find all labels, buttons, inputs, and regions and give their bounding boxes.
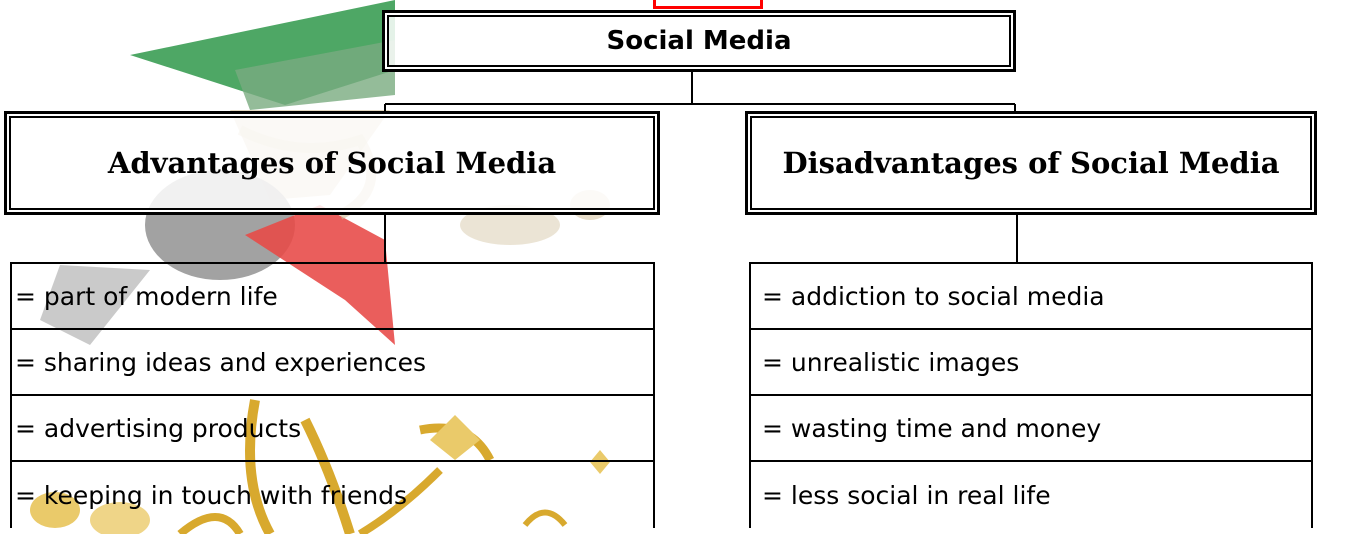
disadvantage-item: = addiction to social media xyxy=(751,264,1311,330)
root-label: Social Media xyxy=(606,26,792,56)
disadvantages-list: = addiction to social media = unrealisti… xyxy=(749,262,1313,528)
advantage-item: = sharing ideas and experiences xyxy=(12,330,653,396)
disadvantage-item: = less social in real life xyxy=(762,480,1051,510)
advantages-list: = part of modern life = sharing ideas an… xyxy=(10,262,655,528)
red-highlight-tab xyxy=(653,0,763,9)
disadvantages-title: Disadvantages of Social Media xyxy=(782,146,1280,180)
advantage-item: = part of modern life xyxy=(12,264,653,330)
root-node: Social Media xyxy=(382,10,1016,72)
disadvantages-node: Disadvantages of Social Media xyxy=(745,111,1317,215)
advantage-item: = advertising products xyxy=(12,396,653,462)
advantage-item: = keeping in touch with friends xyxy=(15,480,408,510)
disadvantage-item: = wasting time and money xyxy=(751,396,1311,462)
advantages-title: Advantages of Social Media xyxy=(107,146,557,180)
advantages-node: Advantages of Social Media xyxy=(4,111,660,215)
disadvantage-item: = unrealistic images xyxy=(751,330,1311,396)
